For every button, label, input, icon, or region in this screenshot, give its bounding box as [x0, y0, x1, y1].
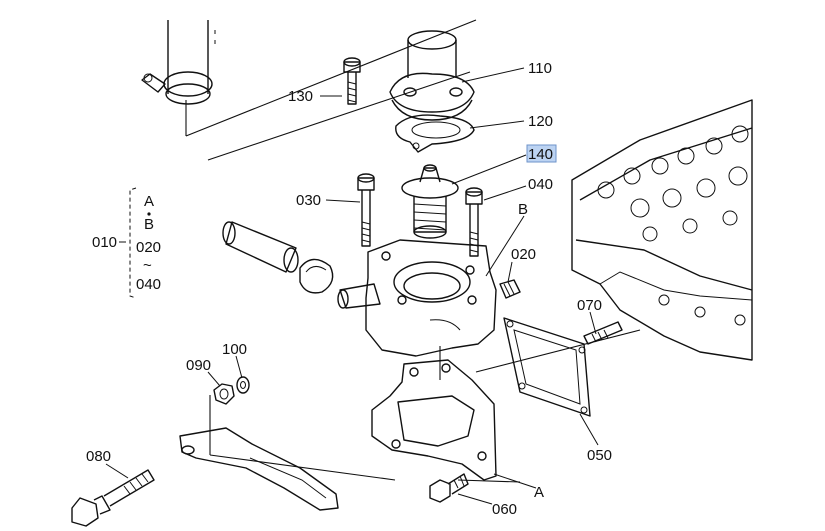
label-080: 080 — [86, 448, 111, 465]
bolt-080 — [71, 469, 155, 527]
label-130: 130 — [288, 88, 313, 105]
label-020: 020 — [511, 246, 536, 263]
gasket-050 — [503, 317, 591, 417]
assembly-to: 040 — [136, 276, 161, 293]
callout-labels: 110 120 130 140 030 040 B 020 070 050 06… — [86, 60, 612, 518]
cylinder-head — [571, 99, 753, 361]
label-070: 070 — [577, 297, 602, 314]
label-ref-a: A — [534, 484, 544, 501]
label-140-highlight — [526, 144, 557, 163]
bracket — [179, 427, 339, 511]
label-100: 100 — [222, 341, 247, 358]
assembly-from: 020 — [136, 239, 161, 256]
bolt-130 — [343, 57, 361, 105]
label-090: 090 — [186, 357, 211, 374]
reference-lines — [185, 19, 641, 483]
label-030: 030 — [296, 192, 321, 209]
bolt-030 — [357, 173, 375, 247]
nut-090 — [213, 383, 235, 405]
bolt-040 — [465, 187, 483, 257]
assembly-note: 010 A B 020 ~ 040 — [92, 187, 161, 299]
thermostat-140 — [401, 164, 459, 239]
gasket-120 — [395, 114, 475, 153]
hose-clamp — [141, 20, 216, 105]
plug-020 — [499, 279, 521, 299]
assembly-top-a: A — [144, 193, 154, 210]
label-050: 050 — [587, 447, 612, 464]
label-040: 040 — [528, 176, 553, 193]
water-flange — [371, 359, 497, 481]
stud-070 — [583, 321, 623, 345]
label-110: 110 — [528, 60, 552, 77]
assembly-dot — [147, 212, 151, 216]
thermostat-cover-110 — [389, 30, 475, 121]
assembly-tilde: ~ — [143, 257, 152, 274]
bypass-hose — [222, 221, 334, 294]
label-ref-b: B — [518, 201, 528, 218]
thermostat-housing — [337, 239, 497, 357]
label-120: 120 — [528, 113, 553, 130]
bolt-060 — [429, 473, 469, 503]
label-140[interactable]: 140 — [528, 146, 553, 163]
washer-100 — [236, 376, 250, 394]
leader-lines — [105, 67, 599, 505]
assembly-number: 010 — [92, 234, 117, 251]
assembly-top-b: B — [144, 216, 154, 233]
label-060: 060 — [492, 501, 517, 518]
